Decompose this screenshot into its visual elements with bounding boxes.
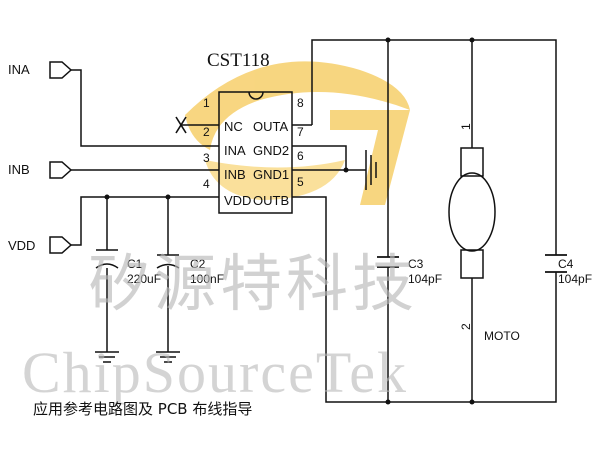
input-inb-label: INB (8, 162, 30, 177)
pin-vdd-label: VDD (224, 193, 251, 208)
input-connectors (49, 61, 73, 254)
capacitor-c2-symbol (156, 254, 180, 269)
pin-1-number: 1 (203, 96, 210, 110)
capacitor-c1-symbol (95, 249, 119, 269)
capacitor-c2-value: 100nF (190, 272, 224, 286)
pin-nc-label: NC (224, 119, 243, 134)
wires (71, 39, 557, 403)
ic-chip (218, 91, 293, 214)
capacitor-c3-value: 104pF (408, 272, 442, 286)
pin-6-number: 6 (297, 149, 304, 163)
capacitor-c3-ref: C3 (408, 257, 424, 271)
chip-title: CST118 (207, 50, 270, 71)
motor-pin-1: 1 (459, 123, 473, 130)
capacitor-c1-ref: C1 (127, 257, 143, 271)
figure-caption: 应用参考电路图及 PCB 布线指导 (33, 400, 253, 418)
pin-ina-label: INA (224, 143, 246, 158)
pin-7-number: 7 (297, 125, 304, 139)
pin-5-number: 5 (297, 175, 304, 189)
ground-c2-icon (156, 351, 180, 363)
pin-4-number: 4 (203, 177, 210, 191)
pin-8-number: 8 (297, 96, 304, 110)
junction-dots (104, 37, 475, 405)
pin-inb-label: INB (224, 167, 246, 182)
pin-3-number: 3 (203, 151, 210, 165)
capacitor-c1-value: 220uF (127, 272, 161, 286)
watermark-english: ChipSourceTek (22, 340, 408, 405)
ground-c1-icon (95, 351, 119, 363)
pin-outb-label: OUTB (253, 193, 289, 208)
pin-2-number: 2 (203, 125, 210, 139)
left-pins (196, 124, 219, 198)
capacitor-c4-ref: C4 (558, 257, 574, 271)
capacitor-c3-symbol (377, 256, 399, 268)
input-ina-label: INA (8, 62, 30, 77)
capacitor-c2-ref: C2 (190, 257, 206, 271)
pin-gnd2-label: GND2 (253, 143, 289, 158)
capacitor-c4-symbol (545, 254, 567, 273)
motor-pin-2: 2 (459, 323, 473, 330)
right-pins (292, 124, 312, 198)
pin-outa-label: OUTA (253, 119, 288, 134)
motor-symbol (448, 147, 496, 279)
input-vdd-label: VDD (8, 238, 35, 253)
motor-label: MOTO (484, 329, 520, 343)
pin-gnd1-label: GND1 (253, 167, 289, 182)
capacitor-c4-value: 104pF (558, 272, 592, 286)
watermark-chinese: 矽源特科技 (88, 247, 418, 320)
ground-icon (365, 150, 377, 190)
